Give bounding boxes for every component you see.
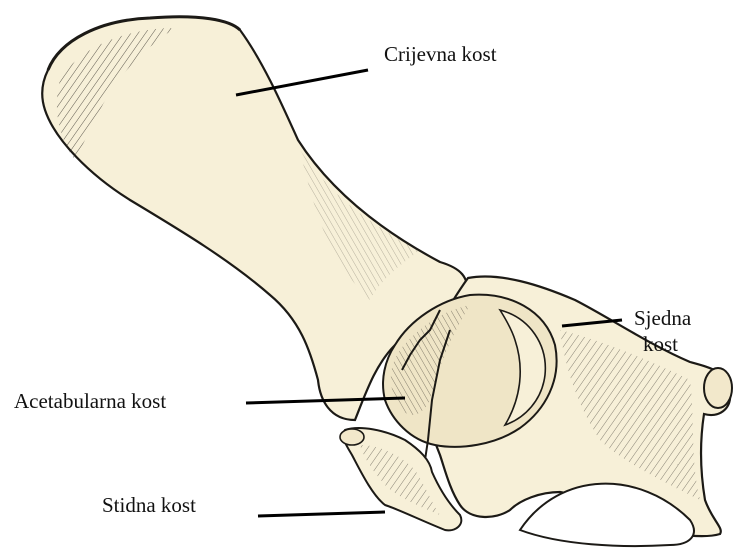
label-acetabularna-kost: Acetabularna kost (14, 389, 166, 413)
label-sjedna-kost-line1: Sjedna (634, 306, 691, 330)
leader-line-stidna (258, 512, 385, 516)
ischial-tuberosity (704, 368, 732, 408)
label-sjedna-kost-line2: kost (643, 332, 678, 356)
label-crijevna-kost: Crijevna kost (384, 42, 497, 66)
label-stidna-kost: Stidna kost (102, 493, 196, 517)
pubic-tubercle (340, 429, 364, 445)
